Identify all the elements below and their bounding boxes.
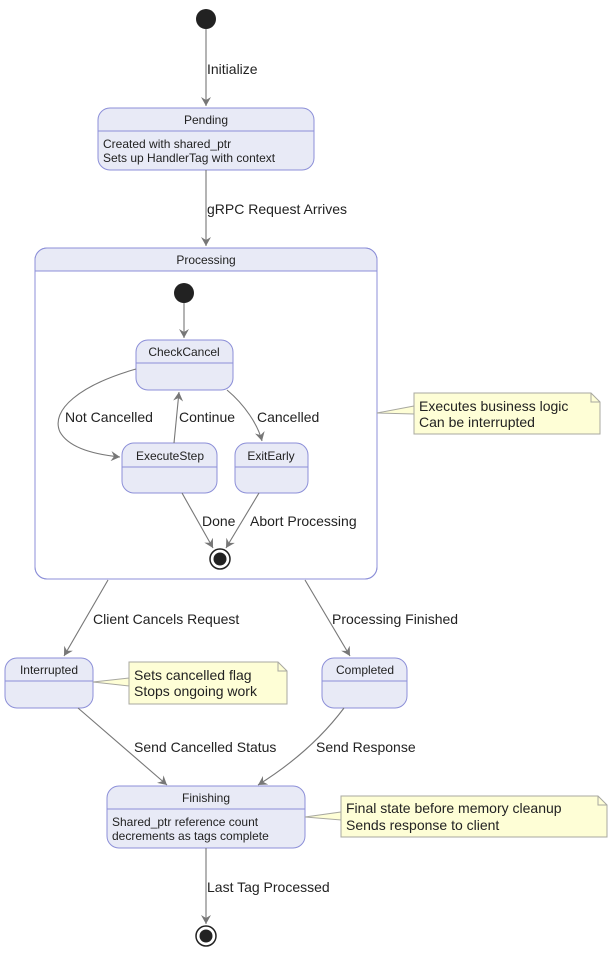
edge-continue (173, 391, 184, 444)
state-finishing-desc-2: decrements as tags complete (112, 829, 269, 843)
state-exit-early[interactable]: ExitEarly (234, 442, 309, 494)
note-processing-line-1: Executes business logic (419, 398, 568, 414)
edge-client-cancels (63, 579, 109, 657)
inner-initial-dot (174, 283, 194, 303)
state-pending-title: Pending (184, 113, 228, 127)
label-send-cancelled-status: Send Cancelled Status (134, 739, 276, 755)
label-not-cancelled: Not Cancelled (65, 409, 153, 425)
label-processing-finished: Processing Finished (332, 611, 458, 627)
state-finishing-title: Finishing (182, 791, 230, 805)
state-interrupted-title: Interrupted (20, 663, 78, 677)
initial-state-dot (196, 9, 216, 29)
state-pending-desc-2: Sets up HandlerTag with context (103, 151, 276, 165)
edge-send-cancelled-status (77, 707, 168, 786)
state-processing-title: Processing (176, 253, 235, 267)
state-execute-step-title: ExecuteStep (136, 449, 204, 463)
state-pending[interactable]: Pending Created with shared_ptr Sets up … (97, 107, 315, 171)
edge-send-response (257, 707, 345, 786)
state-exit-early-title: ExitEarly (247, 449, 294, 463)
label-client-cancels: Client Cancels Request (93, 611, 239, 627)
state-completed[interactable]: Completed (321, 657, 408, 709)
edge-cancelled (226, 389, 265, 442)
state-finishing[interactable]: Finishing Shared_ptr reference count dec… (106, 785, 306, 849)
state-execute-step[interactable]: ExecuteStep (121, 442, 218, 494)
inner-final-state (209, 548, 231, 570)
label-done: Done (202, 513, 236, 529)
final-state (195, 925, 217, 947)
label-initialize: Initialize (207, 61, 258, 77)
note-finishing: Final state before memory cleanup Sends … (304, 795, 608, 838)
edge-abort-processing (225, 492, 260, 549)
label-cancelled: Cancelled (257, 409, 319, 425)
note-interrupted-line-1: Sets cancelled flag (134, 667, 252, 683)
state-interrupted[interactable]: Interrupted (4, 657, 94, 709)
label-abort-processing: Abort Processing (250, 513, 357, 529)
note-finishing-line-1: Final state before memory cleanup (346, 800, 562, 816)
note-interrupted-line-2: Stops ongoing work (134, 683, 258, 699)
label-continue: Continue (179, 409, 235, 425)
label-send-response: Send Response (316, 739, 416, 755)
label-grpc-request: gRPC Request Arrives (207, 201, 347, 217)
edge-done (181, 492, 214, 549)
note-processing-line-2: Can be interrupted (419, 414, 535, 430)
state-check-cancel[interactable]: CheckCancel (135, 339, 234, 391)
edge-processing-finished (304, 579, 351, 657)
state-check-cancel-title: CheckCancel (148, 345, 219, 359)
state-finishing-desc-1: Shared_ptr reference count (112, 815, 259, 829)
note-processing: Executes business logic Can be interrupt… (376, 392, 601, 435)
state-completed-title: Completed (336, 663, 394, 677)
state-pending-desc-1: Created with shared_ptr (103, 137, 231, 151)
edge-not-cancelled (57, 368, 137, 462)
label-last-tag-processed: Last Tag Processed (207, 879, 330, 895)
note-finishing-line-2: Sends response to client (346, 817, 499, 833)
note-interrupted: Sets cancelled flag Stops ongoing work (92, 661, 288, 705)
